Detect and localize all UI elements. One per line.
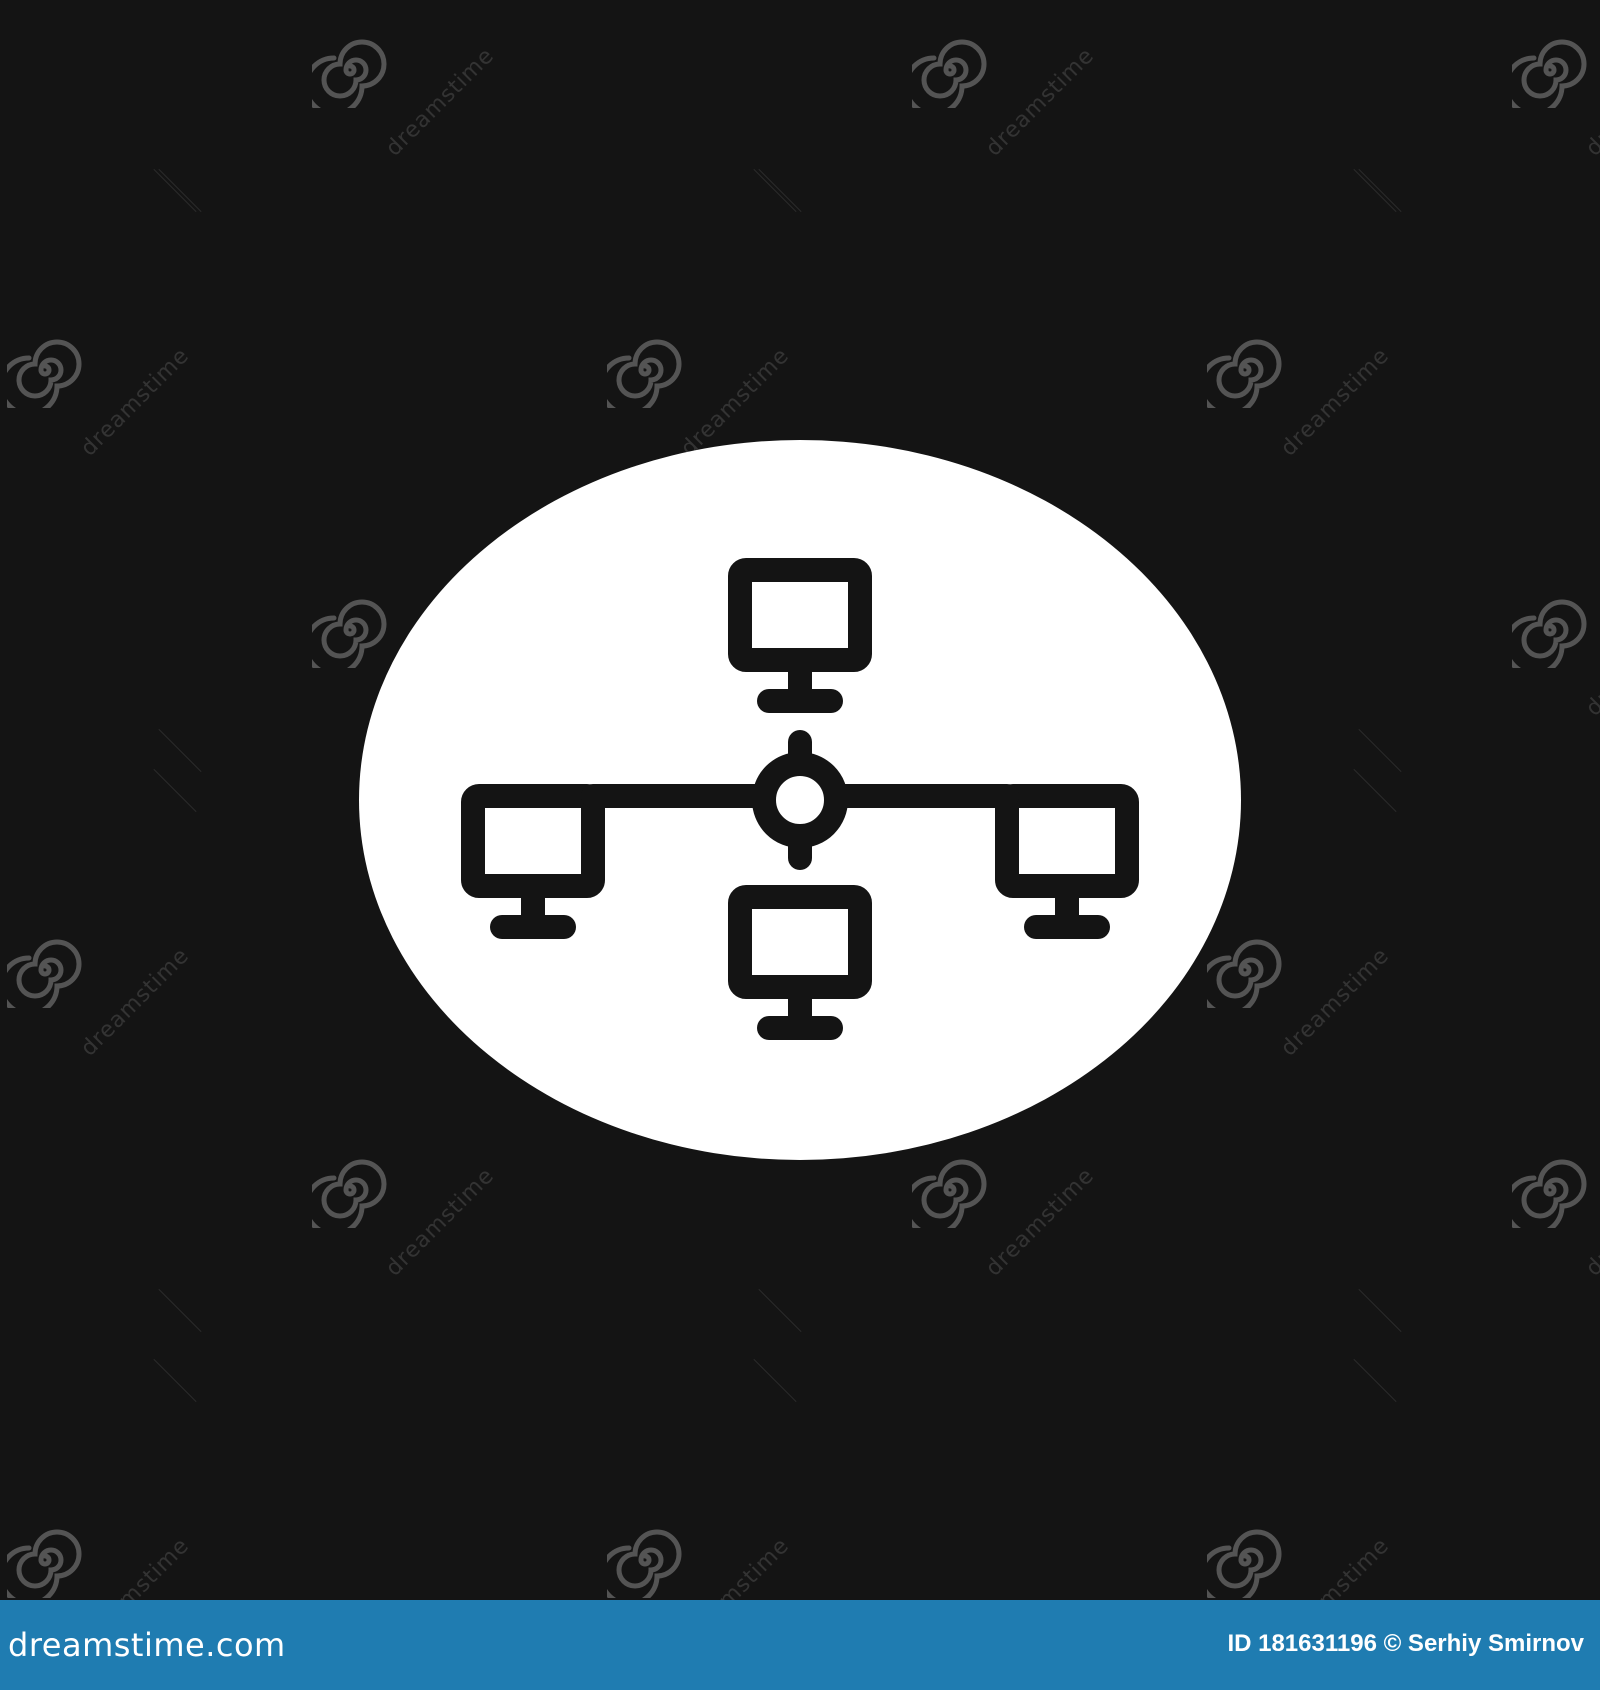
white-ellipse-badge — [359, 440, 1241, 1160]
network-computers-icon — [359, 440, 1241, 1160]
image-credit: ID 181631196 © Serhiy Smirnov — [1227, 1630, 1584, 1657]
watermark-spiral-icon — [598, 1522, 683, 1600]
footer-bar: dreamstime.com ID 181631196 © Serhiy Smi… — [0, 1600, 1600, 1690]
watermark-spiral-icon — [0, 1522, 83, 1600]
watermark-spiral-icon — [1198, 1522, 1283, 1600]
brand-label: dreamstime.com — [8, 1626, 286, 1664]
